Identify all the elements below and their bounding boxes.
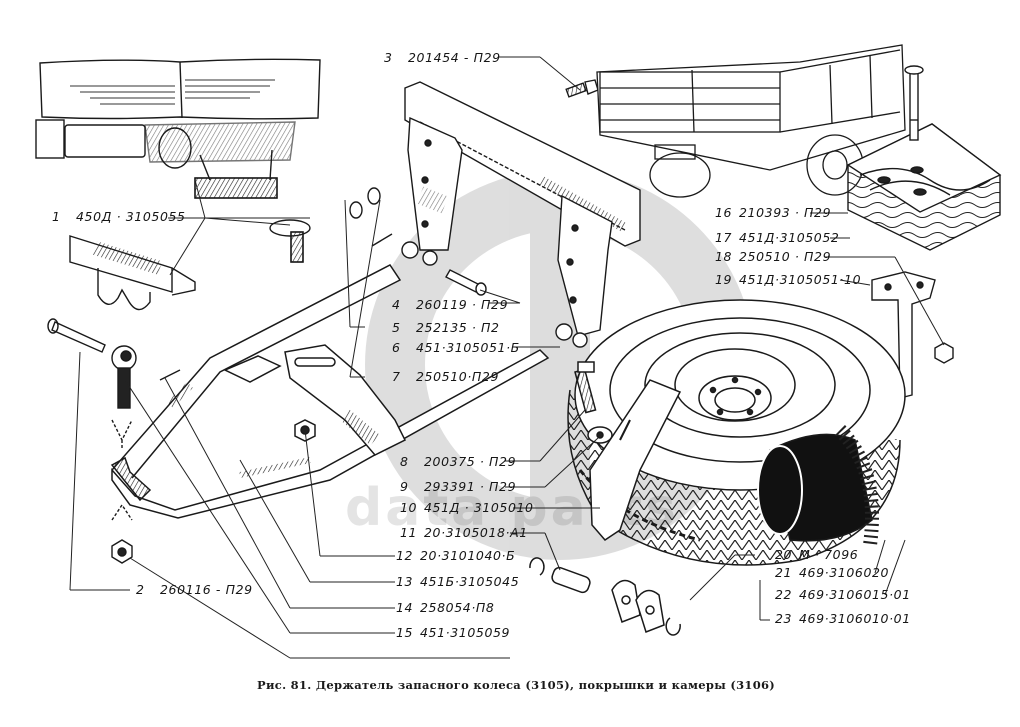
lock-parts bbox=[529, 557, 681, 636]
truck-side-view bbox=[596, 44, 906, 198]
pin-and-eye-bolt bbox=[47, 318, 181, 564]
carrier-frame bbox=[110, 264, 550, 519]
leader-lines bbox=[69, 56, 945, 659]
clamp-plate bbox=[69, 219, 311, 311]
wooden-block bbox=[846, 65, 1002, 251]
cross-member bbox=[349, 79, 641, 348]
inner-tube bbox=[757, 425, 879, 546]
small-bracket bbox=[871, 271, 954, 399]
truck-rear-view bbox=[35, 58, 321, 199]
figure-caption: Рис. 81. Держатель запасного колеса (310… bbox=[257, 678, 776, 692]
